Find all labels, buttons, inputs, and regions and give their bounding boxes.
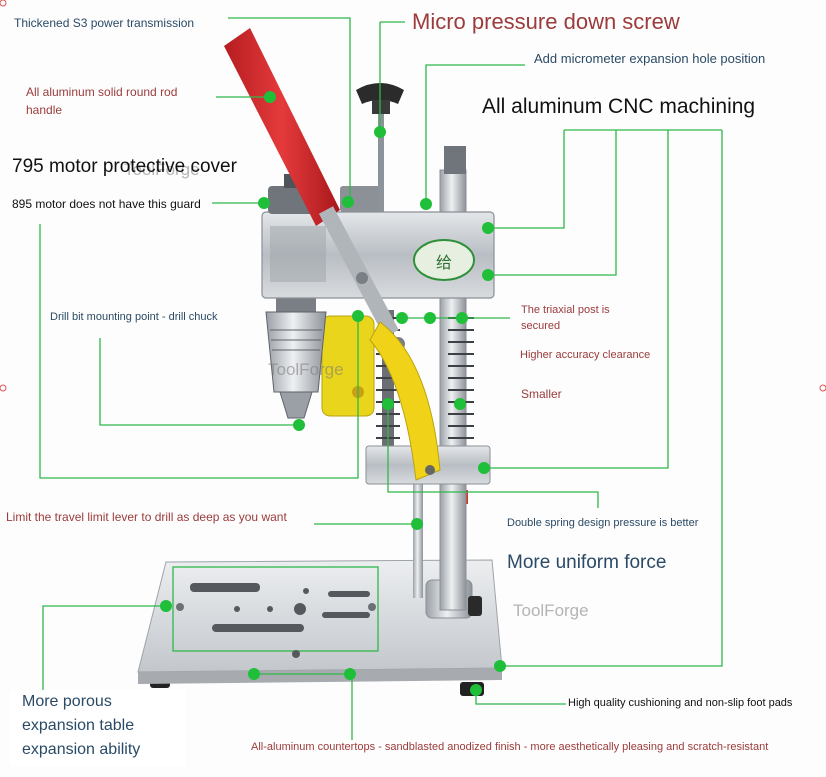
label-thickened-s3: Thickened S3 power transmission (14, 16, 195, 30)
label-accuracy: Higher accuracy clearance (520, 349, 651, 361)
label-porous-line2: expansion table (22, 717, 135, 734)
yellow-motor-cover (321, 315, 375, 417)
label-uniform-force: More uniform force (507, 552, 667, 573)
label-triaxial-line2: secured (521, 320, 561, 332)
label-foot-pads: High quality cushioning and non-slip foo… (568, 697, 793, 709)
handle-assembly (224, 28, 441, 481)
watermark: ToolForge (268, 360, 344, 379)
label-countertops: All-aluminum countertops - sandblasted a… (251, 741, 769, 753)
label-motor-cover: 795 motor protective cover (12, 156, 237, 177)
watermark: ToolForge (124, 160, 200, 179)
text-backing (10, 690, 186, 766)
label-micro-pressure: Micro pressure down screw (412, 9, 680, 34)
drill-chuck (265, 288, 327, 419)
label-triaxial-line1: The triaxial post is (521, 304, 610, 316)
label-drill-chuck: Drill bit mounting point - drill chuck (50, 311, 218, 323)
base-plate (137, 559, 503, 684)
label-motor-guard: 895 motor does not have this guard (12, 197, 201, 211)
edge-markers (0, 0, 826, 392)
label-porous-line3: expansion ability (22, 741, 141, 758)
label-aluminum-handle-line2: handle (26, 103, 63, 117)
watermark: ToolForge (513, 601, 589, 620)
head-block: 给 (261, 211, 495, 299)
label-double-spring: Double spring design pressure is better (507, 517, 699, 529)
callout-dots (160, 91, 506, 696)
label-limit-lever: Limit the travel limit lever to drill as… (6, 510, 287, 524)
plate-badge-text: 给 (436, 253, 452, 272)
label-porous-line1: More porous (22, 693, 112, 710)
label-aluminum-handle-line1: All aluminum solid round rod (26, 85, 178, 99)
label-micrometer-hole: Add micrometer expansion hole position (534, 51, 766, 66)
label-cnc-machining: All aluminum CNC machining (482, 95, 756, 118)
label-smaller: Smaller (521, 387, 562, 401)
